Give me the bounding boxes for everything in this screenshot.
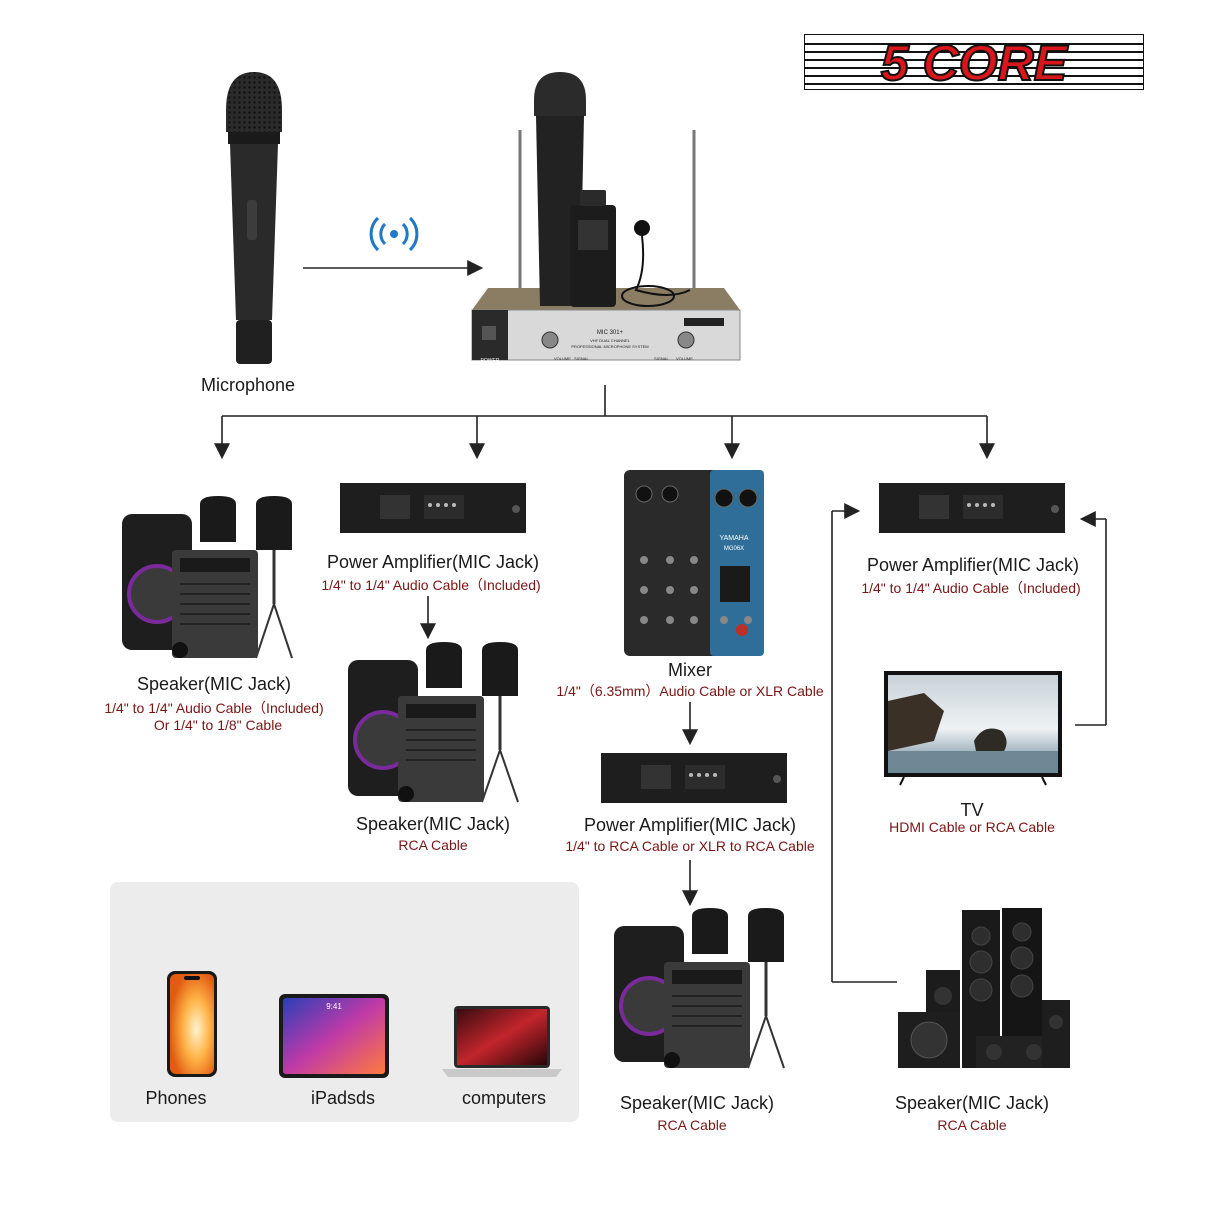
speaker3-cable: RCA Cable: [657, 1117, 727, 1133]
speaker1-cable: 1/4" to 1/4" Audio Cable（Included): [104, 700, 324, 716]
svg-text:SIGNAL: SIGNAL: [654, 356, 669, 361]
phones-label: Phones: [145, 1088, 207, 1108]
tv-cable: HDMI Cable or RCA Cable: [889, 819, 1055, 835]
ipads-label: iPadsds: [310, 1088, 376, 1108]
phone-icon: [166, 970, 218, 1083]
speaker4-title: Speaker(MIC Jack): [894, 1093, 1050, 1113]
tv-icon: [884, 671, 1062, 792]
speaker-set-1: [120, 494, 300, 669]
speaker1-cable-alt: Or 1/4" to 1/8" Cable: [153, 717, 283, 733]
svg-text:MG06X: MG06X: [724, 546, 744, 552]
logo-text: 5 CORE: [881, 35, 1069, 90]
speaker-set-4: [898, 906, 1072, 1077]
speaker2-title: Speaker(MIC Jack): [355, 814, 511, 834]
computers-label: computers: [461, 1088, 547, 1108]
svg-text:SIGNAL: SIGNAL: [574, 356, 589, 361]
speaker3-title: Speaker(MIC Jack): [619, 1093, 775, 1113]
speaker2-cable: RCA Cable: [398, 837, 468, 853]
amp2-cable: 1/4" to RCA Cable or XLR to RCA Cable: [565, 838, 815, 854]
amp1-title: Power Amplifier(MIC Jack): [326, 552, 540, 572]
microphone-icon: [222, 70, 286, 375]
ipad-icon: 9:41: [278, 993, 390, 1084]
mixer-unit: YAMAHA MG06X: [624, 470, 764, 661]
speaker1-title: Speaker(MIC Jack): [136, 674, 292, 694]
power-amplifier-2: [601, 751, 787, 812]
amp1-cable: 1/4" to 1/4" Audio Cable（Included): [321, 577, 541, 593]
microphone-label: Microphone: [200, 375, 296, 395]
mixer-title: Mixer: [668, 660, 712, 680]
speaker4-cable: RCA Cable: [937, 1117, 1007, 1133]
amp3-title: Power Amplifier(MIC Jack): [866, 555, 1080, 575]
receiver-unit: MIC 301+ VHF DUAL CHANNEL PROFESSIONAL M…: [470, 70, 742, 375]
amp3-cable: 1/4" to 1/4" Audio Cable（Included): [861, 580, 1081, 596]
tv-title: TV: [960, 800, 984, 820]
amp2-title: Power Amplifier(MIC Jack): [583, 815, 797, 835]
svg-text:9:41: 9:41: [326, 1002, 342, 1011]
svg-text:POWER: POWER: [481, 358, 500, 364]
power-amplifier-3: [879, 481, 1065, 542]
svg-text:VOLUME: VOLUME: [676, 356, 693, 361]
svg-text:PROFESSIONAL MICROPHONE SYSTEM: PROFESSIONAL MICROPHONE SYSTEM: [571, 344, 648, 349]
svg-text:VOLUME: VOLUME: [554, 356, 571, 361]
power-amplifier-1: [340, 481, 526, 542]
laptop-icon: [442, 1005, 562, 1084]
svg-text:YAMAHA: YAMAHA: [719, 535, 748, 542]
speaker-set-2: [346, 640, 526, 811]
svg-text:MIC 301+: MIC 301+: [597, 330, 624, 336]
mixer-cable: 1/4"（6.35mm）Audio Cable or XLR Cable: [556, 683, 824, 699]
brand-logo: 5 CORE: [803, 33, 1145, 92]
svg-text:VHF DUAL CHANNEL: VHF DUAL CHANNEL: [590, 338, 631, 343]
speaker-set-3: [612, 906, 792, 1077]
wireless-signal-icon: [368, 214, 420, 259]
